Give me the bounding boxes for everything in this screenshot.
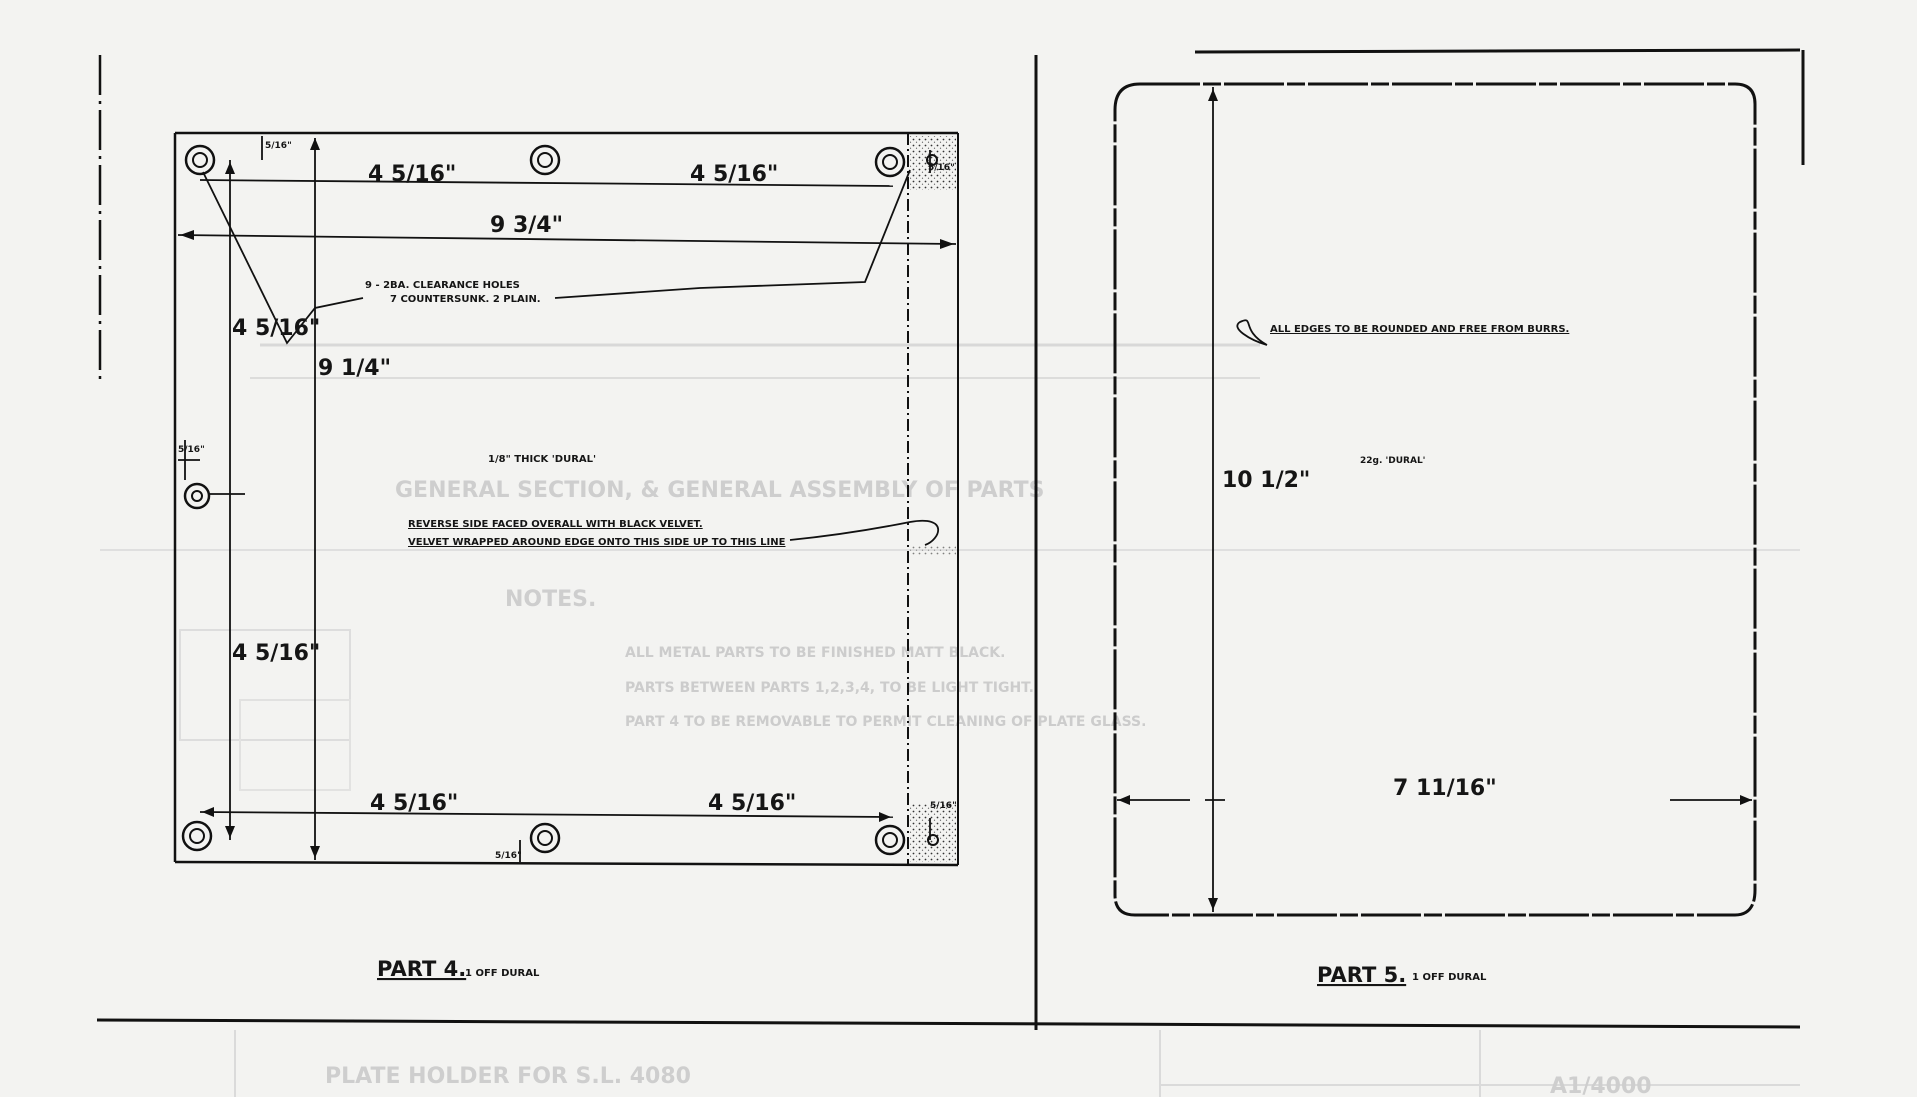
dim-overall-width: 9 3/4" — [490, 213, 563, 238]
part4-subtitle: 1 OFF DURAL — [465, 968, 540, 979]
note-edges: ALL EDGES TO BE ROUNDED AND FREE FROM BU… — [1270, 324, 1569, 335]
hole-top-right — [874, 146, 906, 178]
note-reverse-line1: REVERSE SIDE FACED OVERALL WITH BLACK VE… — [408, 519, 703, 530]
velvet-strip-bottom — [910, 803, 956, 862]
hole-top-left — [184, 144, 216, 176]
note-holes-line2: 7 COUNTERSUNK. 2 PLAIN. — [390, 294, 541, 305]
ghost-note-3: PART 4 TO BE REMOVABLE TO PERMIT CLEANIN… — [625, 714, 1146, 730]
note-thickness: 1/8" THICK 'DURAL' — [488, 454, 596, 465]
dim-left-upper-spacing: 4 5/16" — [232, 316, 320, 341]
dim-part5-width: 7 11/16" — [1393, 776, 1497, 801]
part5-plate-outline — [1113, 82, 1757, 917]
ghost-block-title: PLATE HOLDER FOR S.L. 4080 — [325, 1064, 691, 1089]
part5-arrowheads — [1118, 89, 1752, 910]
part5-drawing: 10 1/2" 7 11/16" ALL EDGES TO BE ROUNDED… — [1113, 82, 1757, 987]
dim-top-offset: 5/16" — [265, 141, 292, 151]
velvet-strip-top — [910, 136, 956, 190]
ghost-assembly-title: GENERAL SECTION, & GENERAL ASSEMBLY OF P… — [395, 478, 1044, 503]
note-material: 22g. 'DURAL' — [1360, 456, 1425, 466]
dim-right-offset-bottom: 5/16" — [930, 801, 957, 811]
hole-bottom-left — [181, 820, 213, 852]
dim-left-edge-offset: 5/16" — [178, 445, 205, 455]
ghost-note-2: PARTS BETWEEN PARTS 1,2,3,4, TO BE LIGHT… — [625, 680, 1034, 696]
dim-overall-height: 9 1/4" — [318, 356, 391, 381]
part5-subtitle: 1 OFF DURAL — [1412, 972, 1487, 983]
part4-holes — [181, 144, 939, 856]
hole-right-plain-bottom — [927, 834, 939, 846]
part4-arrowheads — [180, 138, 954, 858]
hole-right-plain — [926, 154, 938, 166]
dim-bottom-left-spacing: 4 5/16" — [370, 791, 458, 816]
note-reverse-line2: VELVET WRAPPED AROUND EDGE ONTO THIS SID… — [408, 537, 786, 548]
part4-leaders — [202, 169, 940, 546]
part4-drawing: 5/16" 4 5/16" 4 5/16" 5/16" 9 3/4" 4 5/1… — [173, 131, 959, 981]
dim-left-lower-spacing: 4 5/16" — [232, 641, 320, 666]
hole-top-center — [529, 144, 561, 176]
dim-bottom-right-spacing: 4 5/16" — [708, 791, 796, 816]
hole-left-middle — [183, 482, 211, 510]
dim-top-left-spacing: 4 5/16" — [368, 162, 456, 187]
showthrough-ghost: GENERAL SECTION, & GENERAL ASSEMBLY OF P… — [100, 343, 1800, 1097]
part4-dimension-lines — [177, 136, 957, 862]
ghost-notes-heading: NOTES. — [505, 587, 596, 612]
dim-part5-height: 10 1/2" — [1222, 468, 1310, 493]
dim-top-right-spacing: 4 5/16" — [690, 162, 778, 187]
ghost-note-1: ALL METAL PARTS TO BE FINISHED MATT BLAC… — [625, 645, 1005, 661]
ghost-block-ref: A1/4000 — [1550, 1074, 1652, 1097]
sheet-frame — [96, 48, 1805, 1030]
part5-title: PART 5. — [1317, 963, 1406, 987]
note-holes-line1: 9 - 2BA. CLEARANCE HOLES — [365, 280, 520, 291]
hole-bottom-center — [529, 822, 561, 854]
dim-bottom-offset: 5/16" — [495, 851, 522, 861]
hole-bottom-right — [874, 824, 906, 856]
dim-right-offset-top: 5/16" — [928, 163, 955, 173]
part4-plate-outline — [173, 131, 959, 867]
part4-title: PART 4. — [377, 957, 466, 981]
